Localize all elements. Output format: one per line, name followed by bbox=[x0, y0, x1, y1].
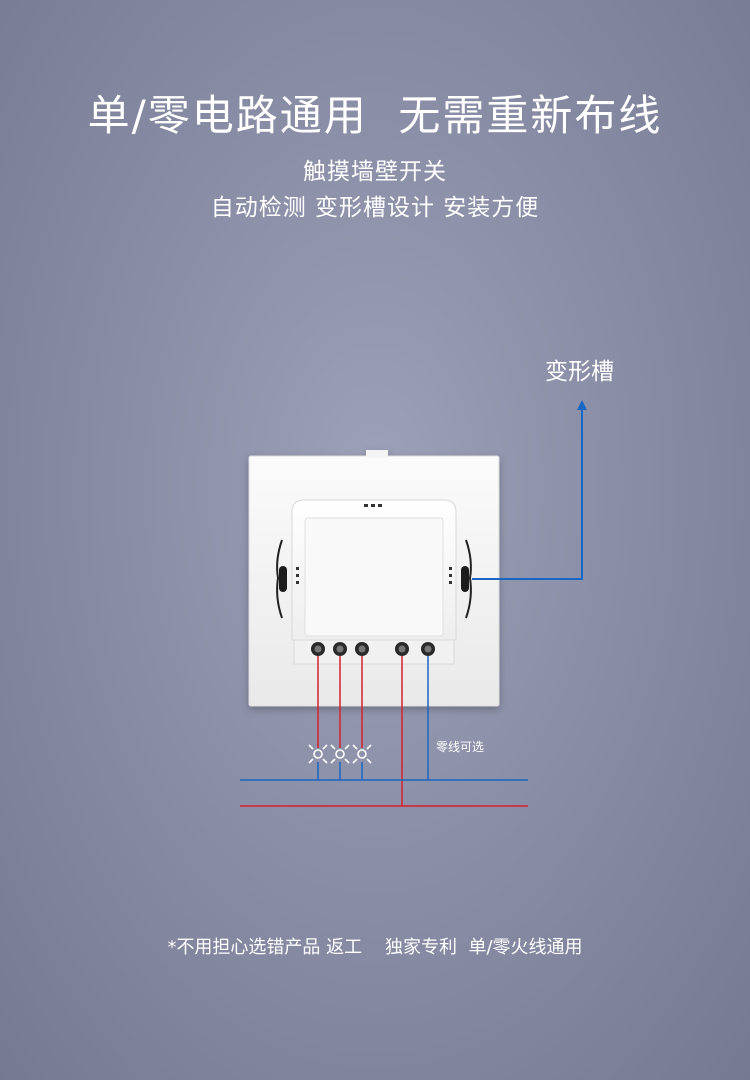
live-wires bbox=[240, 656, 528, 807]
neutral-wires bbox=[240, 656, 528, 781]
switch-module bbox=[291, 499, 457, 665]
deformation-slot-label: 变形槽 bbox=[545, 359, 614, 385]
subtitle-line-1: 触摸墙壁开关 bbox=[303, 159, 447, 185]
neutral-optional-label: 零线可选 bbox=[436, 740, 485, 754]
footer-note: *不用担心选错产品 返工 独家专利 单/零火线通用 bbox=[167, 937, 583, 958]
deformation-slot-left bbox=[276, 539, 299, 619]
lamp-icon bbox=[330, 744, 350, 764]
lamp-icon bbox=[352, 744, 372, 764]
headline: 单/零电路通用 无需重新布线 bbox=[87, 91, 663, 140]
callout-arrow bbox=[472, 400, 587, 580]
terminal-screws bbox=[311, 642, 435, 656]
deformation-slot-right bbox=[449, 539, 472, 619]
lamp-icon bbox=[308, 744, 328, 764]
subtitle-line-2: 自动检测 变形槽设计 安装方便 bbox=[210, 195, 540, 221]
